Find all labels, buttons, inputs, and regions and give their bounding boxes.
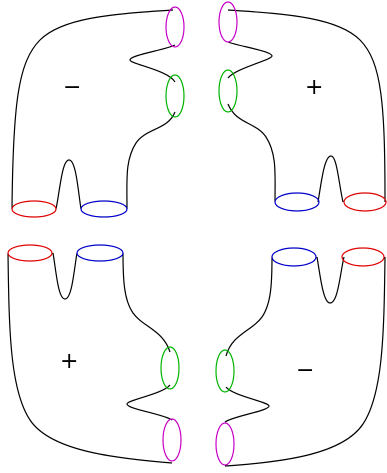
blue-circle-bottom-right (272, 248, 316, 266)
magenta-circle-bottom-left (163, 419, 181, 461)
outline-top-right (228, 10, 385, 202)
green-circle-bottom-right (216, 350, 234, 392)
sign-top-left: − (63, 75, 81, 100)
magenta-circle-top-left (166, 7, 184, 47)
outline-top-left (12, 10, 175, 209)
blue-circle-top-right (275, 193, 319, 211)
red-circle-top-left (12, 201, 56, 217)
sign-bottom-right: − (296, 358, 314, 383)
green-circle-bottom-left (161, 347, 179, 389)
magenta-circle-bottom-right (216, 423, 234, 465)
sign-bottom-left: + (60, 349, 78, 374)
piece-bottom-right: − (216, 248, 385, 466)
piece-top-left: − (12, 7, 184, 217)
sign-top-right: + (305, 75, 323, 100)
blue-circle-bottom-left (77, 245, 123, 261)
red-circle-top-right (344, 193, 386, 211)
green-circle-top-right (219, 70, 237, 112)
piece-top-right: + (219, 2, 386, 211)
outline-bottom-left (8, 253, 172, 463)
piece-bottom-left: + (8, 245, 181, 463)
red-circle-bottom-left (8, 245, 52, 261)
blue-circle-top-left (81, 201, 127, 217)
magenta-circle-top-right (219, 2, 237, 42)
red-circle-bottom-right (342, 248, 384, 266)
